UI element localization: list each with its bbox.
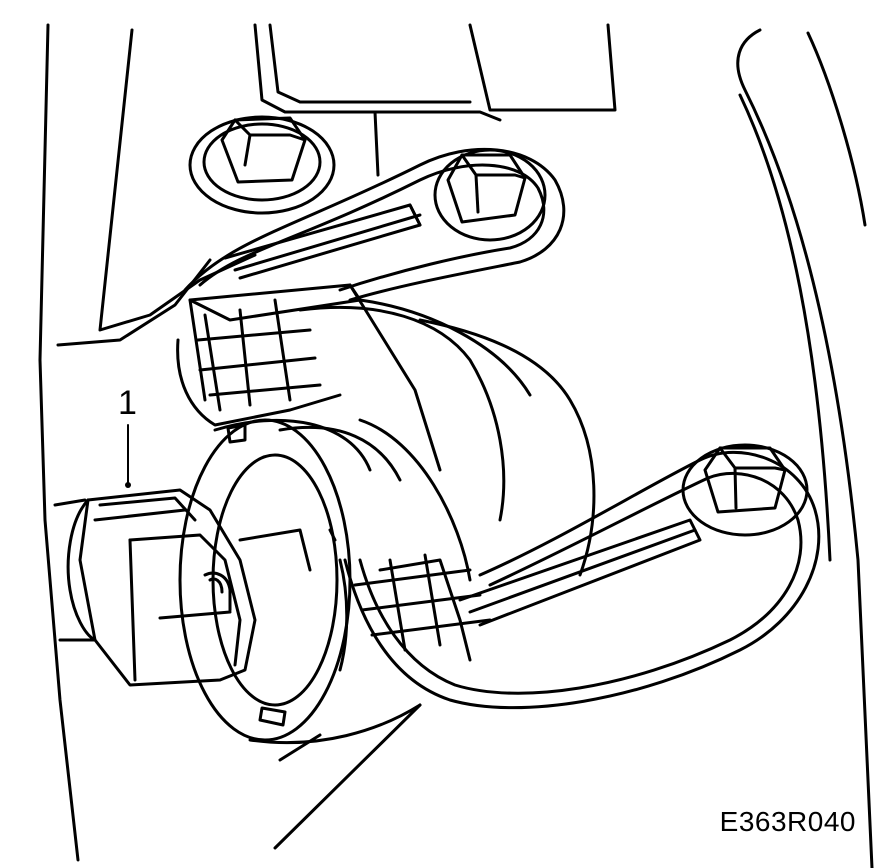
bracket-upper-arm bbox=[183, 147, 566, 302]
lower-structure-lines bbox=[273, 703, 422, 850]
sensor-housing bbox=[278, 298, 596, 582]
figure-code: E363R040 bbox=[719, 806, 856, 837]
body-panel-right bbox=[736, 28, 874, 868]
bolt-upper-left bbox=[188, 115, 336, 215]
bracket-lower-arm bbox=[343, 450, 821, 710]
upper-mounting-plate bbox=[253, 23, 617, 177]
cable bbox=[53, 498, 97, 642]
callout-number: 1 bbox=[118, 384, 137, 422]
bolt-upper-right bbox=[433, 148, 547, 242]
connector-plug[interactable] bbox=[78, 488, 312, 687]
callout-leader-1 bbox=[125, 424, 131, 488]
bolt-lower-right bbox=[681, 443, 809, 537]
